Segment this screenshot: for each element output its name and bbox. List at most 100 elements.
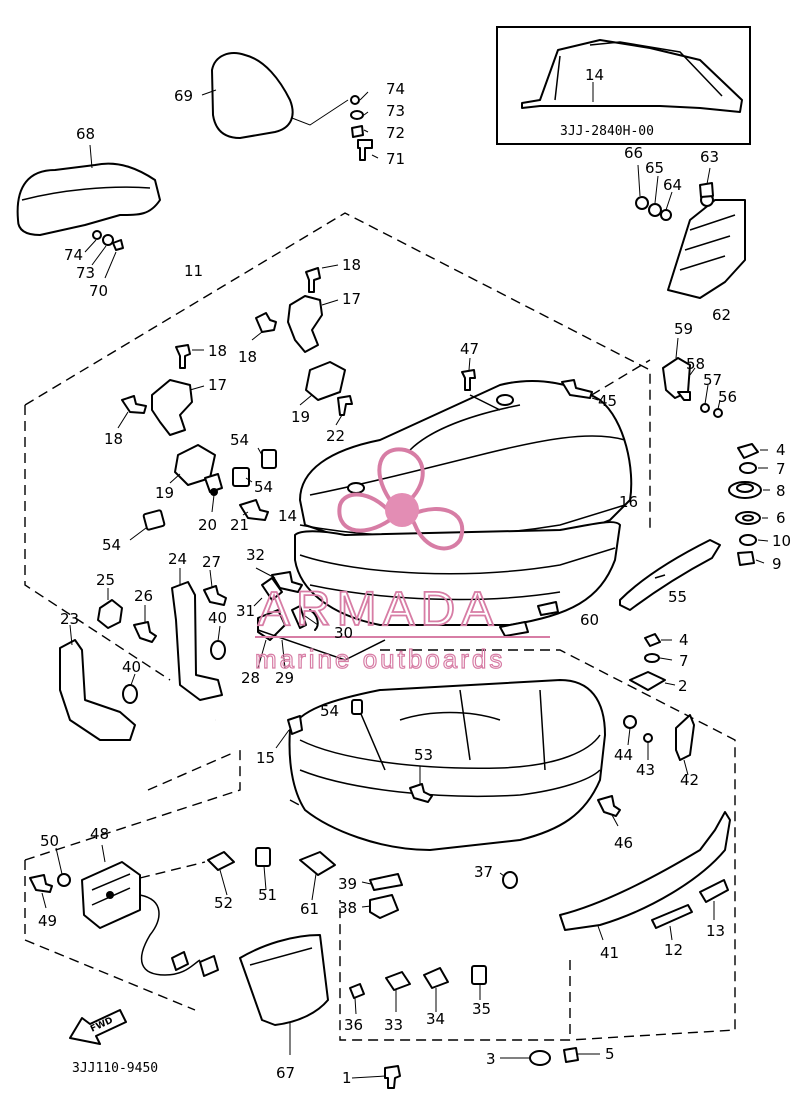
callout-28: 28	[241, 669, 260, 687]
seat-pad-69	[201, 52, 349, 139]
reflector-62	[667, 182, 746, 299]
callout-74-left: 74	[64, 246, 83, 264]
seat-pad-68	[16, 144, 161, 236]
trim-strip-55	[619, 539, 721, 611]
watermark-main-text: ARMADA	[258, 583, 499, 636]
screw-45	[561, 379, 599, 401]
callout-32: 32	[246, 546, 265, 564]
watermark-sub-text: marine outboards	[255, 644, 505, 674]
callout-69: 69	[174, 87, 193, 105]
grommets-40	[122, 625, 226, 704]
callout-22: 22	[326, 427, 345, 445]
screw-27	[203, 569, 227, 606]
callout-labels: 1 2 3 4 4 5 6 7 7 8 9 10 11 12 13 14 15 …	[38, 80, 791, 1087]
callout-6: 6	[776, 509, 786, 527]
trunk-lid-14	[299, 379, 633, 551]
callout-31: 31	[236, 602, 255, 620]
callout-40-lower: 40	[122, 658, 141, 676]
latch-parts-20-21-54	[129, 447, 277, 541]
callout-38: 38	[338, 899, 357, 917]
callout-73-right: 73	[386, 102, 405, 120]
callout-59: 59	[674, 320, 693, 338]
callout-70: 70	[89, 282, 108, 300]
callout-11: 11	[184, 262, 203, 280]
callout-44: 44	[614, 746, 633, 764]
bracket-17-upper	[287, 264, 339, 353]
trim-41	[559, 811, 731, 941]
callout-50: 50	[40, 832, 59, 850]
callout-14: 14	[278, 507, 297, 525]
callout-55: 55	[668, 588, 687, 606]
screw-26	[133, 605, 157, 643]
inset-box: 14 3JJ-2840H-00	[496, 26, 751, 145]
callout-16: 16	[619, 493, 638, 511]
callout-1: 1	[342, 1069, 352, 1087]
callout-23: 23	[60, 610, 79, 628]
parts-12-13	[651, 879, 729, 941]
callout-2: 2	[678, 677, 688, 695]
callout-67: 67	[276, 1064, 295, 1082]
callout-17-lower: 17	[208, 376, 227, 394]
callout-56: 56	[718, 388, 737, 406]
callout-45: 45	[598, 392, 617, 410]
light-assembly-48	[81, 844, 219, 977]
callout-41: 41	[600, 944, 619, 962]
callout-63: 63	[700, 148, 719, 166]
callout-9: 9	[772, 555, 782, 573]
parts-2-4-7	[629, 633, 676, 691]
callout-36: 36	[344, 1016, 363, 1034]
callout-61: 61	[300, 900, 319, 918]
callout-43: 43	[636, 761, 655, 779]
callout-21: 21	[230, 516, 249, 534]
callout-18-d: 18	[104, 430, 123, 448]
cover-67	[239, 934, 329, 1055]
callout-13: 13	[706, 922, 725, 940]
callout-5: 5	[605, 1045, 615, 1063]
part-15	[275, 715, 303, 749]
callout-64: 64	[663, 176, 682, 194]
callout-46: 46	[614, 834, 633, 852]
callout-18-a: 18	[342, 256, 361, 274]
callout-52: 52	[214, 894, 233, 912]
callout-34: 34	[426, 1010, 445, 1028]
inset-grab-rail-shape	[521, 39, 743, 113]
callout-48: 48	[90, 825, 109, 843]
fwd-arrow-icon: FWD	[69, 1009, 127, 1045]
watermark-logo: ARMADA marine outboards	[254, 447, 550, 675]
callout-4-lower: 4	[679, 631, 689, 649]
callout-65: 65	[645, 159, 664, 177]
callout-60: 60	[580, 611, 599, 629]
callout-25: 25	[96, 571, 115, 589]
parts-28-32	[253, 567, 386, 669]
part-61	[299, 851, 336, 901]
callout-7-upper: 7	[776, 460, 786, 478]
callout-17-upper: 17	[342, 290, 361, 308]
callout-12: 12	[664, 941, 683, 959]
callout-18-c: 18	[208, 342, 227, 360]
callout-20: 20	[198, 516, 217, 534]
parts-42-44	[623, 714, 695, 776]
bracket-19-upper	[299, 361, 353, 426]
callout-4-upper: 4	[776, 441, 786, 459]
screw-53	[409, 766, 433, 803]
screws-18	[117, 312, 277, 429]
callout-51: 51	[258, 886, 277, 904]
callout-33: 33	[384, 1016, 403, 1034]
callout-42: 42	[680, 771, 699, 789]
callout-49: 49	[38, 912, 57, 930]
callout-27: 27	[202, 553, 221, 571]
screw-46	[597, 795, 621, 827]
callout-72: 72	[386, 124, 405, 142]
callout-54-c: 54	[102, 536, 121, 554]
callout-15: 15	[256, 749, 275, 767]
callout-68: 68	[76, 125, 95, 143]
callout-10: 10	[772, 532, 791, 550]
diagram-code: 3JJ110-9450	[72, 1061, 158, 1076]
callout-71: 71	[386, 150, 405, 168]
callout-19-lower: 19	[155, 484, 174, 502]
callout-26: 26	[134, 587, 153, 605]
part-37	[499, 871, 518, 889]
callout-39: 39	[338, 875, 357, 893]
callout-66: 66	[624, 144, 643, 162]
